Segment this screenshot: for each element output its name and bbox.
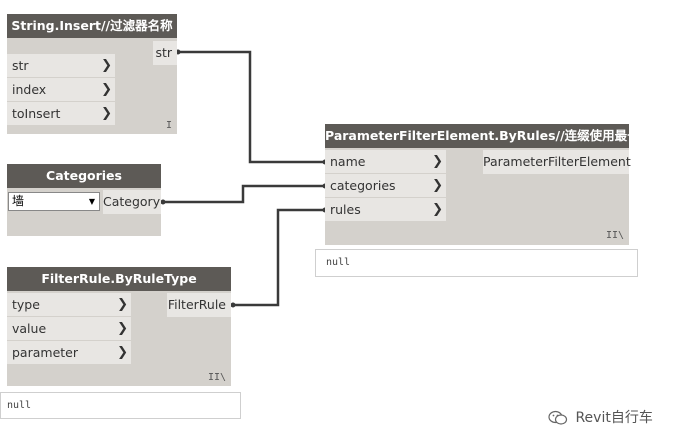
chevron-right-icon: ❯ bbox=[117, 297, 128, 312]
chevron-right-icon: ❯ bbox=[117, 321, 128, 336]
port-label: index bbox=[12, 82, 47, 97]
input-port-rules[interactable]: rules ❯ bbox=[325, 198, 446, 222]
port-label: str bbox=[12, 58, 29, 73]
input-port-categories[interactable]: categories ❯ bbox=[325, 174, 446, 198]
dropdown-arrow-icon: ▼ bbox=[88, 197, 95, 206]
chevron-right-icon: ❯ bbox=[101, 58, 112, 73]
wire-filterrule-to-rules bbox=[235, 208, 325, 307]
node-title: ParameterFilterElement.ByRules//连缀使用最长 bbox=[325, 124, 629, 148]
port-dot-category bbox=[160, 199, 166, 205]
port-label: parameter bbox=[12, 345, 78, 360]
lacing-indicator[interactable]: II\ bbox=[605, 230, 624, 241]
parameter-filter-preview: null bbox=[315, 249, 638, 277]
parameter-filter-node[interactable]: ParameterFilterElement.ByRules//连缀使用最长 n… bbox=[325, 124, 631, 245]
string-insert-node[interactable]: String.Insert//过滤器名称 str ❯ index ❯ toIns… bbox=[7, 14, 177, 134]
dropdown-value: 墙 bbox=[12, 194, 25, 208]
watermark: Revit自行车 bbox=[548, 407, 653, 427]
port-label: Category bbox=[103, 194, 161, 209]
port-label: str bbox=[155, 45, 172, 60]
port-label: value bbox=[12, 321, 47, 336]
preview-value: null bbox=[7, 400, 32, 411]
output-port-str[interactable]: str bbox=[153, 41, 177, 65]
chevron-right-icon: ❯ bbox=[432, 178, 443, 193]
output-port-filterrule[interactable]: FilterRule bbox=[167, 293, 231, 317]
node-title: FilterRule.ByRuleType bbox=[7, 267, 231, 291]
categories-node[interactable]: Categories 墙 ▼ Category bbox=[7, 164, 161, 236]
port-label: name bbox=[330, 154, 366, 169]
output-port-parameterfilterelement[interactable]: ParameterFilterElement bbox=[483, 150, 631, 174]
wire-category-to-categories bbox=[165, 184, 325, 204]
port-label: FilterRule bbox=[167, 297, 226, 312]
port-dot-filterrule bbox=[230, 302, 236, 308]
port-label: toInsert bbox=[12, 106, 61, 121]
port-label: rules bbox=[330, 202, 361, 217]
filterrule-node[interactable]: FilterRule.ByRuleType type ❯ value ❯ par… bbox=[7, 267, 231, 386]
input-port-type[interactable]: type ❯ bbox=[7, 293, 131, 317]
port-label: type bbox=[12, 297, 40, 312]
preview-value: null bbox=[326, 257, 351, 268]
input-port-toinsert[interactable]: toInsert ❯ bbox=[7, 102, 115, 126]
wire-str-to-name bbox=[180, 50, 325, 164]
input-port-value[interactable]: value ❯ bbox=[7, 317, 131, 341]
output-port-category[interactable]: Category bbox=[103, 190, 161, 214]
node-title: String.Insert//过滤器名称 bbox=[7, 14, 177, 38]
wechat-icon bbox=[548, 410, 568, 425]
port-label: ParameterFilterElement bbox=[483, 154, 631, 169]
input-port-index[interactable]: index ❯ bbox=[7, 78, 115, 102]
watermark-text: Revit自行车 bbox=[575, 410, 653, 426]
port-label: categories bbox=[330, 178, 396, 193]
chevron-right-icon: ❯ bbox=[432, 154, 443, 169]
input-port-parameter[interactable]: parameter ❯ bbox=[7, 341, 131, 365]
lacing-indicator[interactable]: I bbox=[165, 120, 172, 131]
chevron-right-icon: ❯ bbox=[101, 82, 112, 97]
input-port-name[interactable]: name ❯ bbox=[325, 150, 446, 174]
lacing-indicator[interactable]: II\ bbox=[207, 372, 226, 383]
chevron-right-icon: ❯ bbox=[117, 345, 128, 360]
filterrule-preview: null bbox=[0, 392, 241, 419]
category-dropdown[interactable]: 墙 ▼ bbox=[8, 192, 100, 211]
chevron-right-icon: ❯ bbox=[432, 202, 443, 217]
chevron-right-icon: ❯ bbox=[101, 106, 112, 121]
node-title: Categories bbox=[7, 164, 161, 188]
input-port-str[interactable]: str ❯ bbox=[7, 54, 115, 78]
